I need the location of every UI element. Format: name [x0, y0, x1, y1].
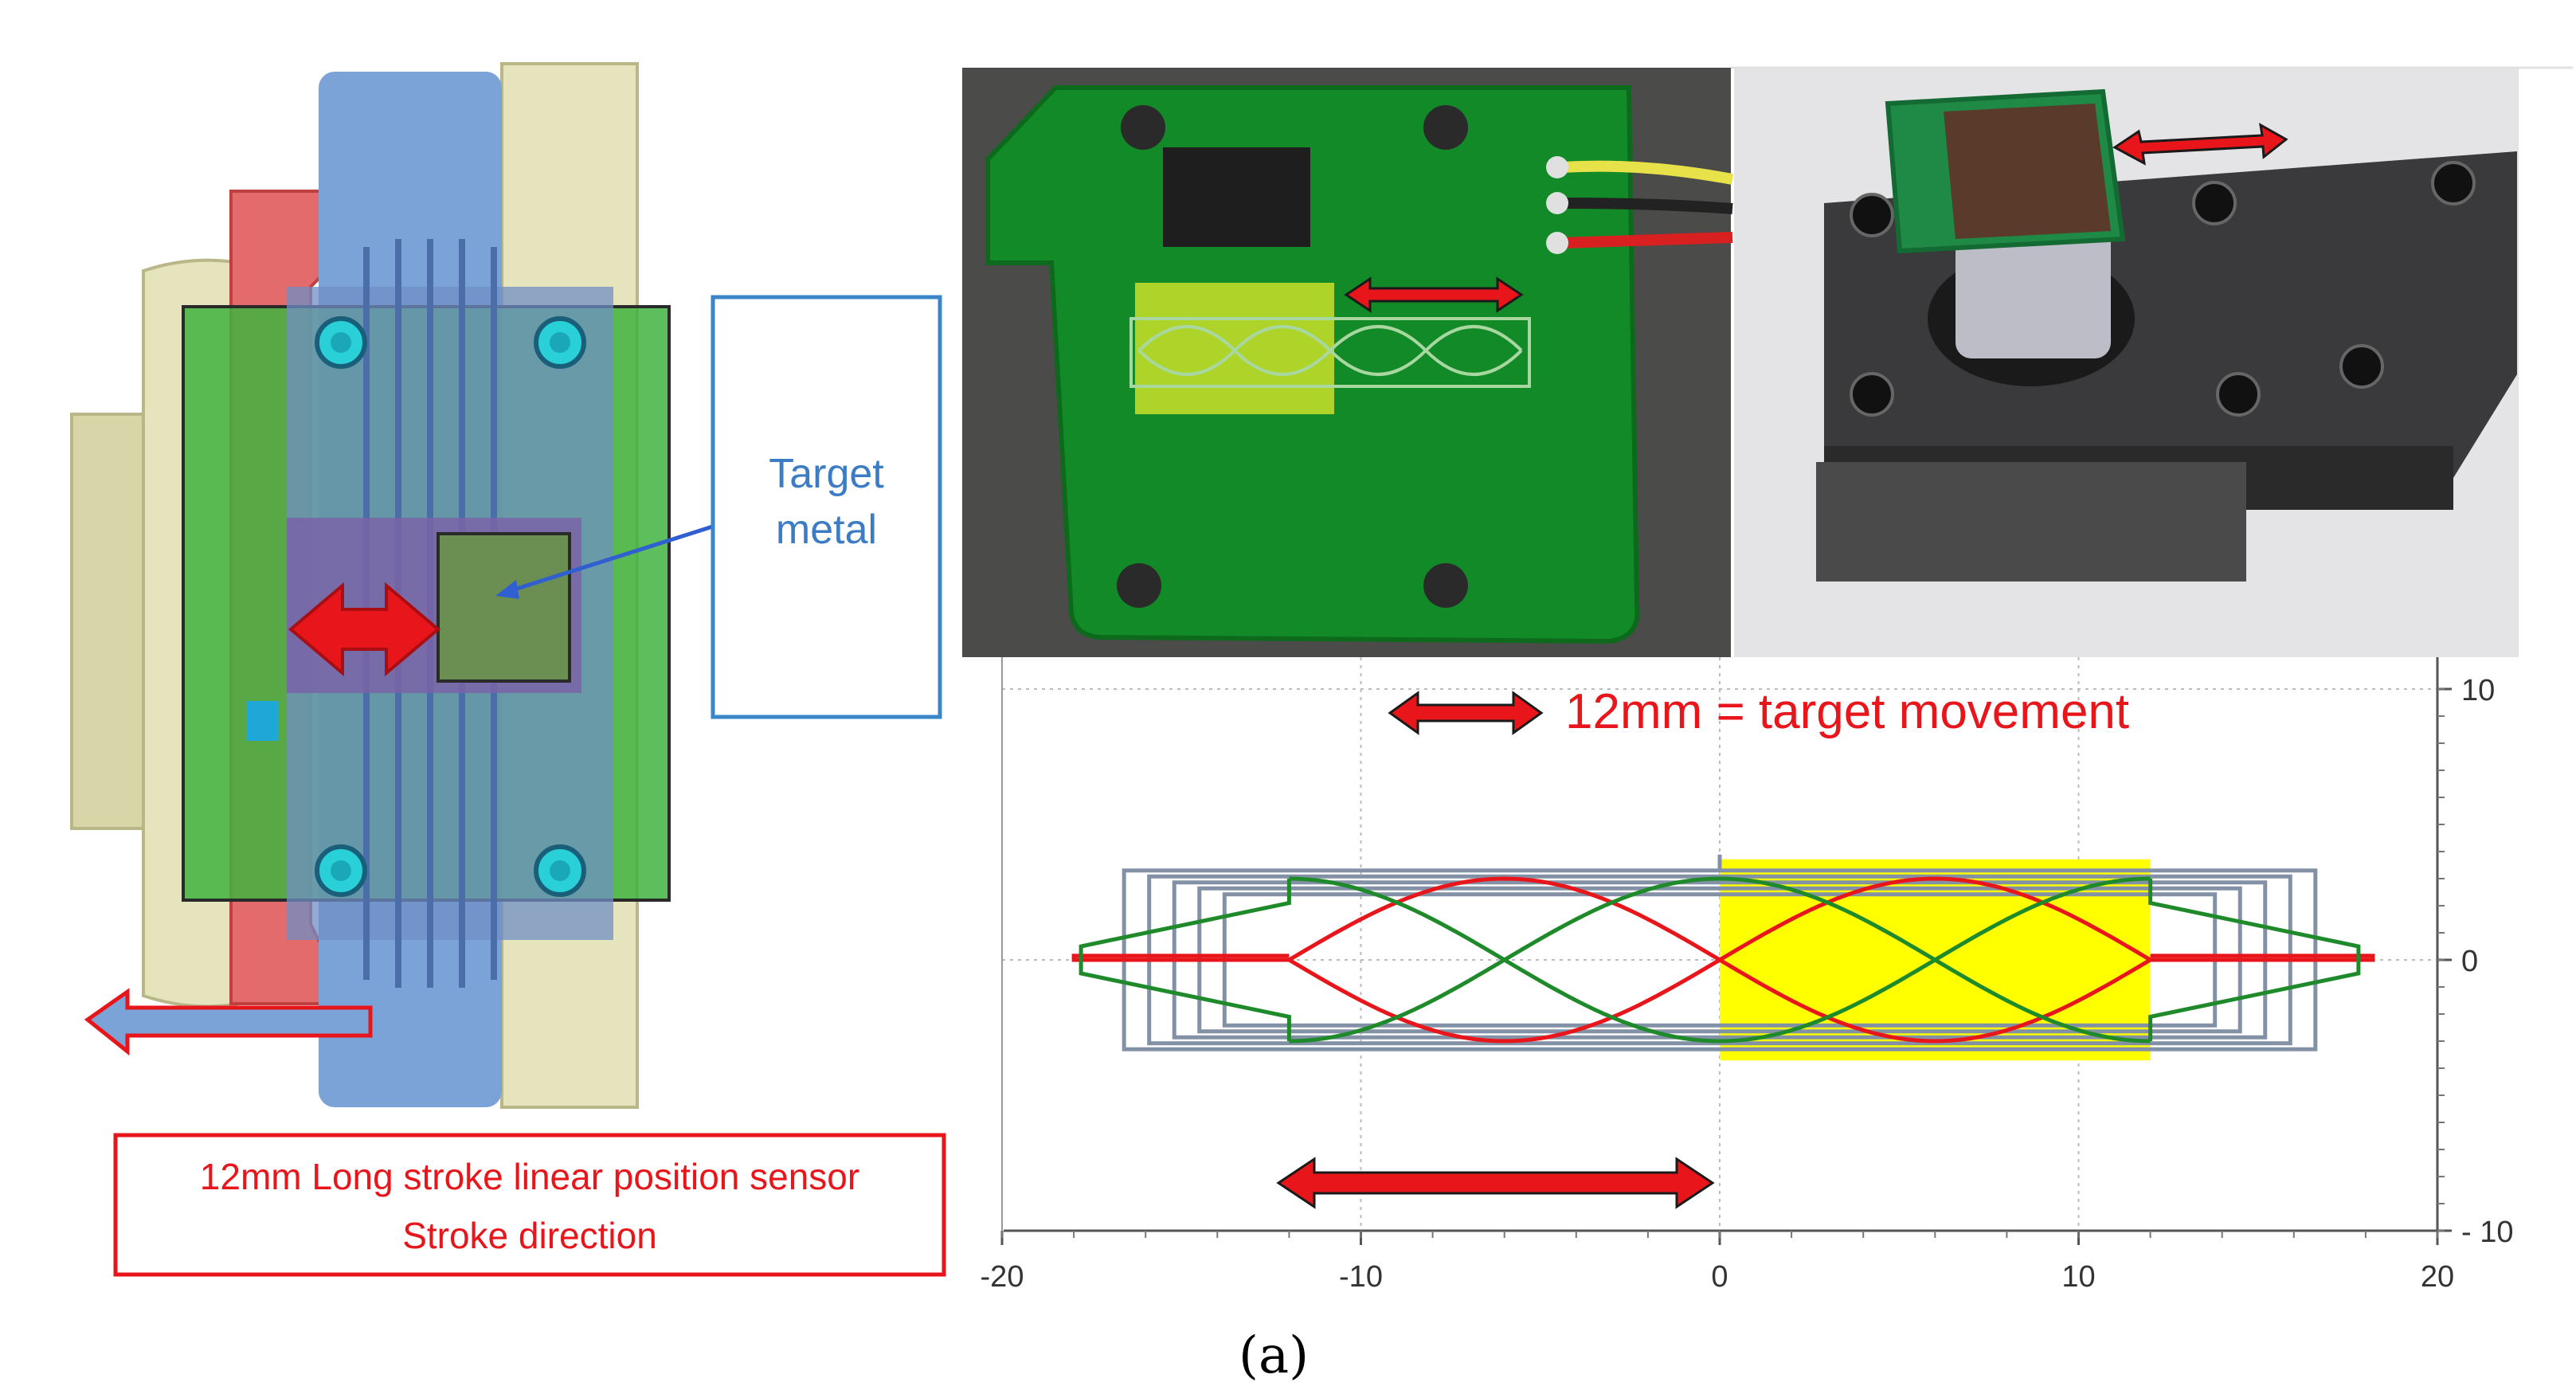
movement-annotation: 12mm = target movement: [1565, 684, 2130, 739]
cosine-lead-right: [2148, 879, 2361, 1041]
actuator-double-arrow-icon: [2112, 123, 2288, 166]
x-tick-marks: -20 -10 0 10 20: [981, 1231, 2454, 1294]
sine-lead-left: [1071, 954, 1290, 962]
mounting-holes: [1117, 105, 1468, 608]
x-tick-label: 10: [2061, 1260, 2095, 1294]
coil-traces-photo: [1129, 317, 1531, 388]
x-tick-label: 20: [2421, 1260, 2454, 1294]
pcb-photo: [962, 68, 1734, 657]
connector-tab: [247, 701, 279, 741]
ic-chip: [1163, 147, 1310, 247]
target-label-line1: Target: [769, 451, 884, 497]
housing-left-ring: [70, 413, 145, 830]
cosine-lead-left: [1079, 879, 1291, 1041]
photo-double-arrow-icon: [1344, 276, 1524, 313]
cosine-loop-lower: [1289, 876, 2151, 1044]
caption-text: 12mm Long stroke linear position sensor …: [115, 1147, 944, 1265]
sine-loop-lower: [1288, 876, 2151, 1044]
target-metal-square: [437, 532, 571, 683]
y-tick-label: - 10: [2461, 1216, 2513, 1249]
wire-black: [1560, 198, 1733, 214]
pointer-arrowhead-icon: [495, 580, 519, 599]
actuator-body: [1816, 462, 2246, 582]
bolt-icons: [1850, 161, 2476, 417]
coil-layout-plot: -20 -10 0 10 20 10 0 - 10: [981, 657, 2513, 1294]
y-tick-label: 10: [2461, 674, 2495, 707]
caption-line1: 12mm Long stroke linear position sensor: [199, 1156, 860, 1197]
sensor-assembly-drawing: [70, 62, 946, 1277]
stroke-direction-arrow-icon: [84, 988, 373, 1056]
caption-line2: Stroke direction: [402, 1215, 657, 1256]
y-tick-label: 0: [2461, 945, 2478, 978]
target-callout-box: [711, 295, 942, 719]
x-tick-label: -10: [1339, 1260, 1383, 1294]
figure-label: (a): [1239, 1326, 1310, 1385]
wire-red: [1560, 232, 1733, 249]
plunger: [1955, 223, 2111, 358]
target-label: Target metal: [713, 446, 940, 558]
caption-box: [113, 1133, 946, 1277]
movement-double-arrow-icon: [1388, 691, 1544, 735]
target-metal-plate: [1944, 104, 2111, 239]
x-tick-label: 0: [1711, 1260, 1728, 1294]
target-label-line2: metal: [775, 507, 878, 553]
screw-icons: [315, 316, 586, 897]
sine-coil: [1071, 876, 2375, 1044]
stroke-range-double-arrow-icon: [1276, 1157, 1715, 1209]
cosine-loop-upper: [1289, 876, 2151, 1044]
double-arrow-icon: [288, 582, 441, 677]
cosine-coil: [1079, 876, 2361, 1044]
wire-yellow: [1560, 160, 1734, 185]
sine-lead-right: [2150, 954, 2375, 962]
actuator-photo: [1734, 68, 2519, 657]
x-tick-label: -20: [981, 1260, 1024, 1294]
y-tick-marks: 10 0 - 10: [2437, 674, 2513, 1249]
